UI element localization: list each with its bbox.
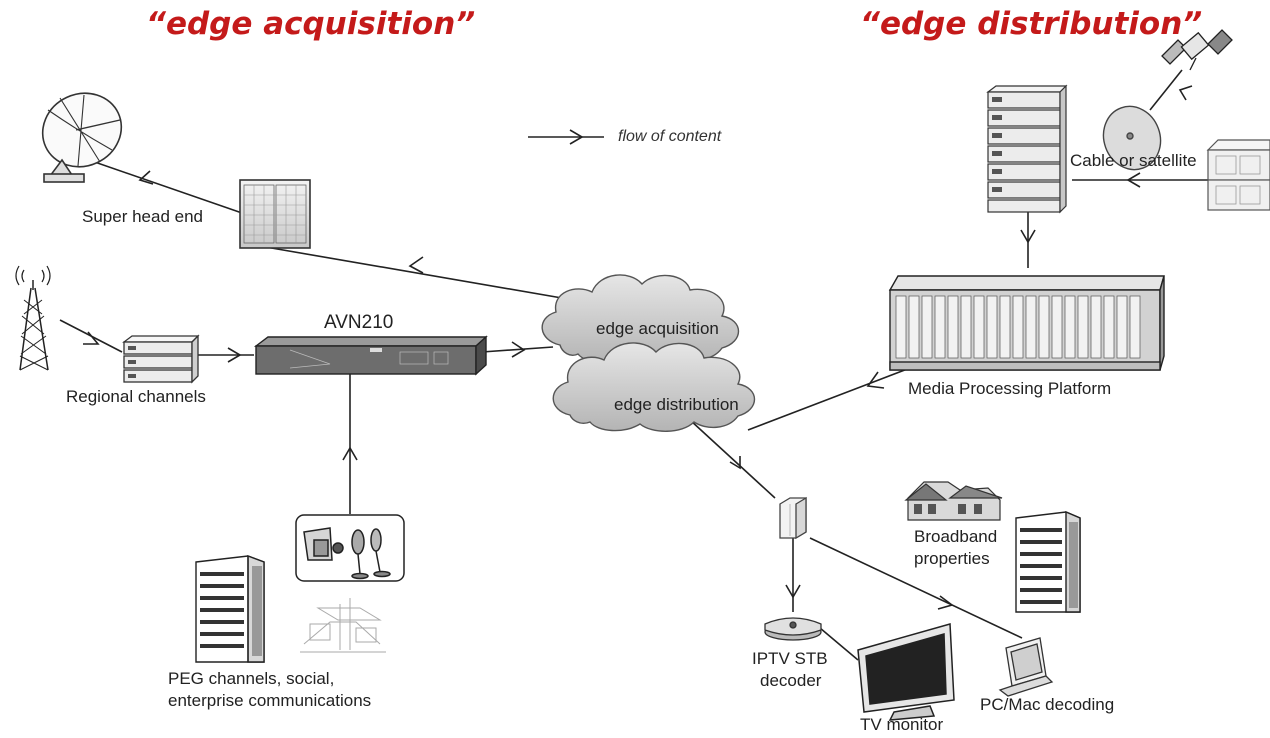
platform-card-slot: [934, 295, 946, 359]
campus-building-icon: [300, 598, 386, 653]
label-iptv-line1: IPTV STB: [752, 649, 828, 668]
legend-arrow: [528, 129, 604, 145]
label-cable-or-satellite: Cable or satellite: [1070, 151, 1197, 170]
receiving-dish-icon: [1102, 105, 1162, 171]
platform-card-slot: [973, 295, 985, 359]
platform-card-slot: [1129, 295, 1141, 359]
platform-card-slot: [986, 295, 998, 359]
edge-distribution-cloud: [552, 342, 755, 432]
platform-card-slot: [921, 295, 933, 359]
house-icon: [904, 481, 1003, 521]
media-processing-platform-icon: [888, 275, 1165, 371]
label-peg-line1: PEG channels, social,: [168, 669, 335, 688]
platform-card-slot: [1051, 295, 1063, 359]
label-cloud-edge-acquisition: edge acquisition: [596, 319, 719, 338]
dish-icon: [41, 92, 123, 183]
platform-card-slot: [960, 295, 972, 359]
label-pc-mac-decoding: PC/Mac decoding: [980, 695, 1115, 714]
label-super-head-end: Super head end: [82, 207, 203, 226]
platform-card-slot: [1064, 295, 1076, 359]
platform-card-slot: [1025, 295, 1037, 359]
tv-monitor-icon: [857, 623, 955, 721]
iptv-stb-icon: [764, 617, 822, 641]
legend-flow-of-content: flow of content: [618, 128, 722, 145]
platform-card-slot: [1116, 295, 1128, 359]
platform-card-slot: [1077, 295, 1089, 359]
cable-server-stack-icon: [986, 84, 1068, 214]
link-sat-dish: [1149, 69, 1183, 111]
platform-card-slot: [895, 295, 907, 359]
office-building-icon: [195, 554, 265, 663]
label-media-processing-platform: Media Processing Platform: [908, 379, 1112, 398]
satellite-icon: [1161, 29, 1233, 71]
platform-card-slot: [947, 295, 959, 359]
heading-edge-distribution: “edge distribution”: [860, 6, 1203, 42]
router-modem-icon: [779, 496, 807, 540]
label-cloud-edge-distribution: edge distribution: [614, 395, 739, 414]
platform-card-slot: [908, 295, 920, 359]
avn210-encoder-icon: [253, 335, 488, 376]
super-head-end-rack-icon: [239, 179, 311, 249]
label-peg-line2: enterprise communications: [168, 691, 372, 710]
link-avn-cloud: [481, 346, 554, 353]
platform-card-slot: [1038, 295, 1050, 359]
laptop-icon: [998, 637, 1054, 697]
platform-card-slot: [1012, 295, 1024, 359]
cable-modulator-box-icon: [1206, 139, 1270, 211]
link-cloud-headend: [253, 244, 586, 303]
label-broadband-line1: Broadband: [914, 527, 998, 546]
regional-channels-stack-icon: [122, 334, 200, 384]
label-tv-monitor: TV monitor: [860, 715, 944, 734]
label-avn210: AVN210: [324, 312, 394, 333]
apartment-building-icon: [1015, 510, 1081, 613]
link-stb-tv: [819, 627, 859, 661]
connection-lines: [59, 69, 1208, 661]
label-regional-channels: Regional channels: [66, 387, 206, 406]
flow-arrowheads: [83, 85, 1193, 610]
label-broadband-line2: properties: [914, 549, 990, 568]
link-router-pc: [809, 537, 1023, 639]
radio-tower-icon: [15, 265, 51, 371]
platform-card-slot: [1090, 295, 1102, 359]
platform-card-slot: [999, 295, 1011, 359]
label-iptv-line2: decoder: [760, 671, 822, 690]
heading-edge-acquisition: “edge acquisition”: [146, 6, 476, 42]
link-cloud-router: [689, 419, 776, 499]
link-platform-cloud: [747, 367, 911, 431]
camera-mics-icon: [295, 514, 405, 582]
platform-card-slot: [1103, 295, 1115, 359]
